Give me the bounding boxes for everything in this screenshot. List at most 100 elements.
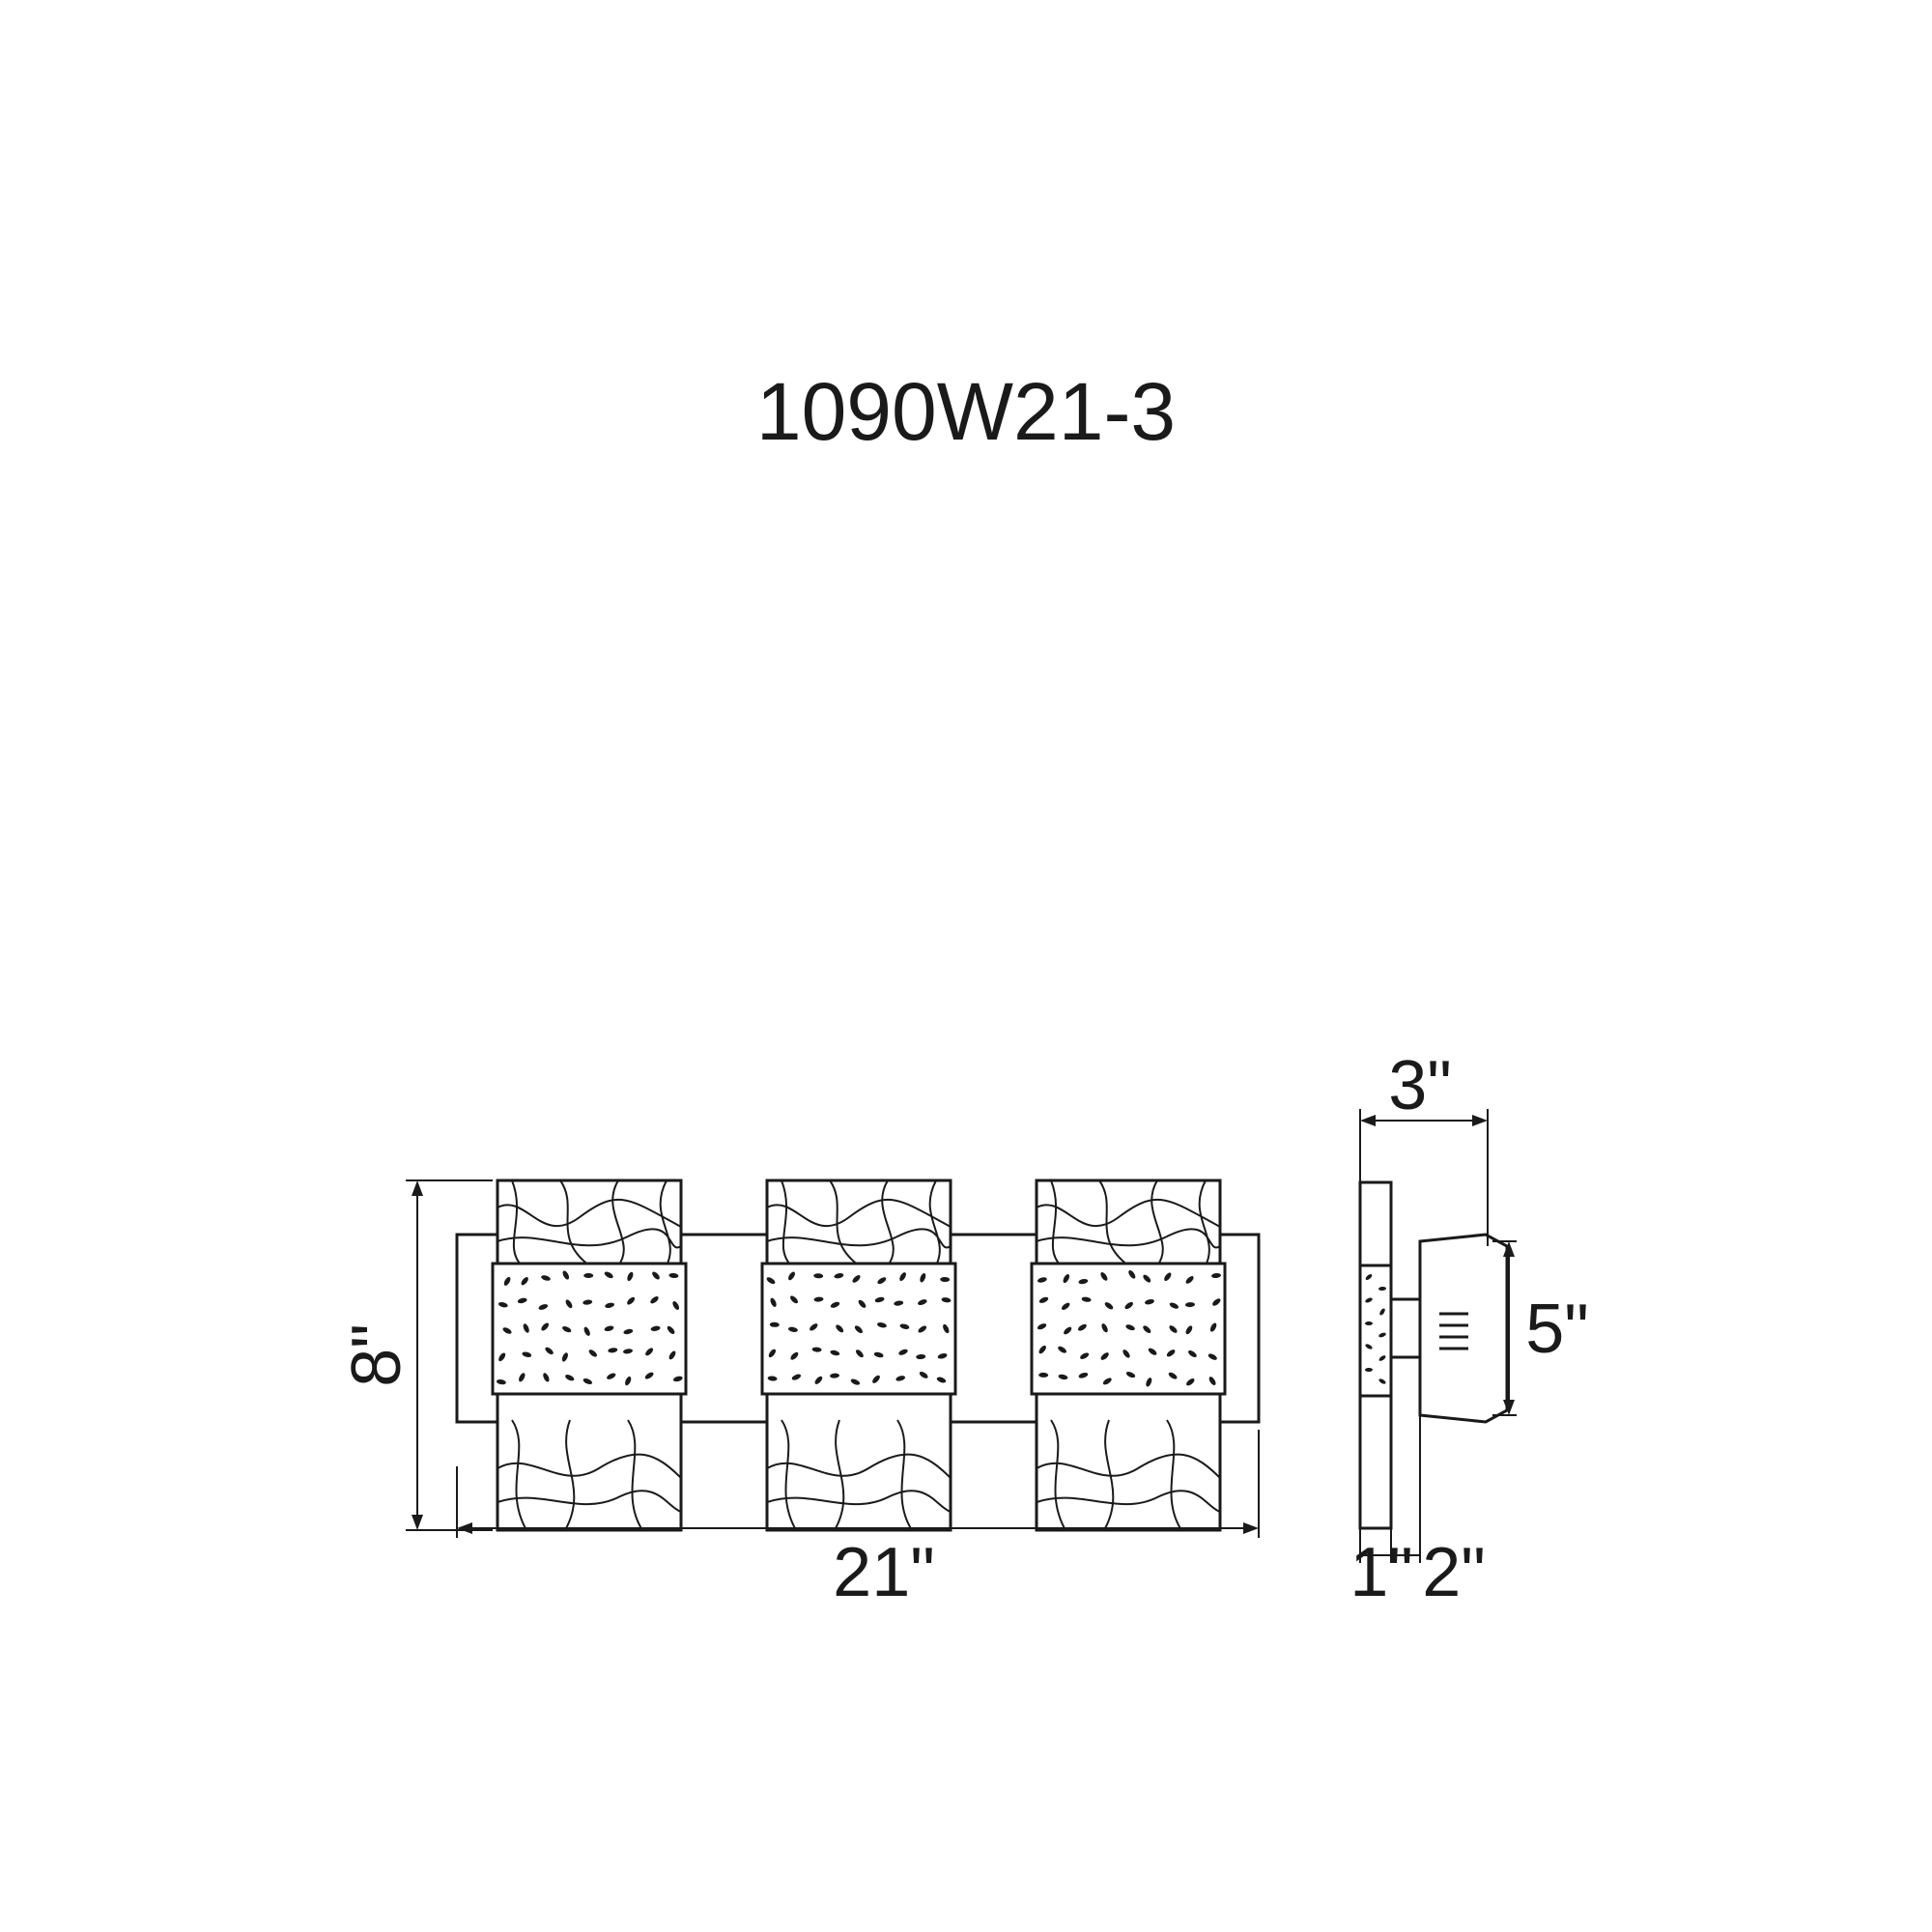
crystal-dot xyxy=(1124,1301,1133,1310)
crystal-dot xyxy=(1164,1272,1172,1281)
crystal-dot xyxy=(1037,1323,1047,1330)
depth-dimension: 3" xyxy=(1359,1047,1489,1246)
crystal-pattern-1 xyxy=(496,1270,683,1386)
crystal-dot xyxy=(541,1275,551,1281)
crystal-dot xyxy=(672,1376,683,1382)
crystal-dot xyxy=(672,1301,680,1310)
backplate-height-dimension: 5" xyxy=(1492,1240,1589,1416)
crystal-dot xyxy=(562,1325,572,1333)
crystal-dot xyxy=(1058,1374,1068,1380)
crystal-dot xyxy=(1100,1272,1108,1281)
crystal-dot xyxy=(604,1325,614,1332)
crystal-dot xyxy=(1125,1372,1136,1378)
crystal-dot xyxy=(830,1301,840,1308)
crystal-dot xyxy=(517,1297,527,1304)
crystal-dot xyxy=(627,1296,636,1305)
crystal-dot xyxy=(521,1277,528,1286)
crystal-dot xyxy=(605,1302,614,1309)
crystal-dot xyxy=(1168,1372,1178,1379)
crystal-dot xyxy=(541,1322,550,1331)
crystal-dot xyxy=(1169,1325,1178,1333)
depth-label: 3" xyxy=(1388,1047,1452,1124)
crystal-dot xyxy=(813,1273,824,1279)
crystal-dot xyxy=(1365,1321,1373,1325)
crystal-dot xyxy=(788,1271,795,1281)
crystal-dot xyxy=(1166,1350,1176,1357)
crystal-dot xyxy=(830,1350,840,1356)
crystal-dot xyxy=(1038,1345,1046,1354)
crystal-dot xyxy=(1185,1302,1195,1308)
crystal-dot xyxy=(1365,1297,1373,1303)
crystal-dot xyxy=(874,1296,885,1303)
crystal-dot xyxy=(767,1376,778,1381)
crystal-dot xyxy=(497,1301,508,1308)
crystal-dot xyxy=(1078,1372,1089,1378)
crystal-pattern-2 xyxy=(766,1271,952,1385)
crystal-dot xyxy=(608,1348,618,1353)
crystal-dot xyxy=(1186,1378,1195,1386)
crystal-dot xyxy=(1365,1344,1373,1350)
crystal-dot xyxy=(1080,1352,1090,1359)
crystal-dot xyxy=(1101,1323,1108,1333)
crystal-dot xyxy=(834,1273,844,1279)
crystal-dot xyxy=(769,1321,780,1327)
crystal-dot xyxy=(854,1325,863,1334)
crystal-dot xyxy=(941,1297,952,1303)
crystal-dot xyxy=(873,1351,884,1358)
crystal-dot xyxy=(1212,1298,1221,1306)
crystal-dot xyxy=(1122,1350,1130,1358)
crystal-dot xyxy=(920,1272,926,1283)
crystal-dot xyxy=(645,1348,654,1356)
crystal-dot xyxy=(814,1376,823,1384)
crystal-dot xyxy=(1077,1323,1087,1331)
shade-depth-label: 1" xyxy=(1350,1534,1413,1611)
crystal-dot xyxy=(1063,1274,1070,1284)
crystal-dot xyxy=(877,1277,887,1285)
crystal-dot xyxy=(582,1378,593,1385)
crystal-dot xyxy=(583,1273,594,1278)
crystal-dot xyxy=(1081,1296,1092,1302)
front-view: 8" 21" xyxy=(338,1179,1261,1611)
crystal-dot xyxy=(858,1299,867,1308)
crystal-dot xyxy=(538,1304,549,1310)
crystal-dot xyxy=(1078,1278,1089,1285)
crystal-dot xyxy=(852,1275,861,1283)
crystal-dot xyxy=(918,1325,927,1333)
crystal-dot xyxy=(790,1295,798,1304)
crystal-dot xyxy=(582,1299,593,1305)
crystal-dot xyxy=(523,1323,529,1333)
crystal-dot xyxy=(1365,1273,1373,1281)
canopy-vents xyxy=(1439,1312,1468,1350)
crystal-dot xyxy=(1208,1353,1217,1360)
crystal-dot xyxy=(918,1299,927,1306)
crystal-dot xyxy=(770,1297,777,1307)
crystal-dot xyxy=(1038,1372,1049,1378)
shade-depth-dimension: 1" 2" xyxy=(1350,1415,1486,1611)
crystal-dot xyxy=(1058,1346,1066,1353)
backplate-height-label: 5" xyxy=(1525,1291,1589,1368)
crystal-dot xyxy=(895,1376,906,1381)
crystal-dot xyxy=(766,1277,776,1285)
crystal-dot xyxy=(561,1352,568,1362)
crystal-dot xyxy=(894,1300,904,1306)
crystal-dot xyxy=(1102,1378,1112,1385)
crystal-dot xyxy=(1378,1378,1386,1384)
crystal-dot xyxy=(627,1271,634,1282)
crystal-dot xyxy=(850,1378,861,1385)
crystal-dot xyxy=(498,1352,506,1362)
crystal-dot xyxy=(583,1326,590,1336)
crystal-dot xyxy=(1038,1296,1049,1303)
crystal-dot xyxy=(898,1349,908,1355)
crystal-dot xyxy=(1143,1274,1151,1283)
width-label: 21" xyxy=(833,1534,935,1611)
crystal-dot xyxy=(502,1327,512,1334)
crystal-dot xyxy=(623,1328,634,1335)
crystal-dot xyxy=(1185,1325,1193,1335)
crystal-dot xyxy=(1169,1302,1179,1309)
crystal-dot xyxy=(1061,1302,1070,1310)
crystal-dot xyxy=(810,1323,818,1331)
crystal-dot xyxy=(588,1350,597,1357)
crystal-dot xyxy=(787,1326,798,1332)
crystal-dot xyxy=(1185,1276,1194,1284)
